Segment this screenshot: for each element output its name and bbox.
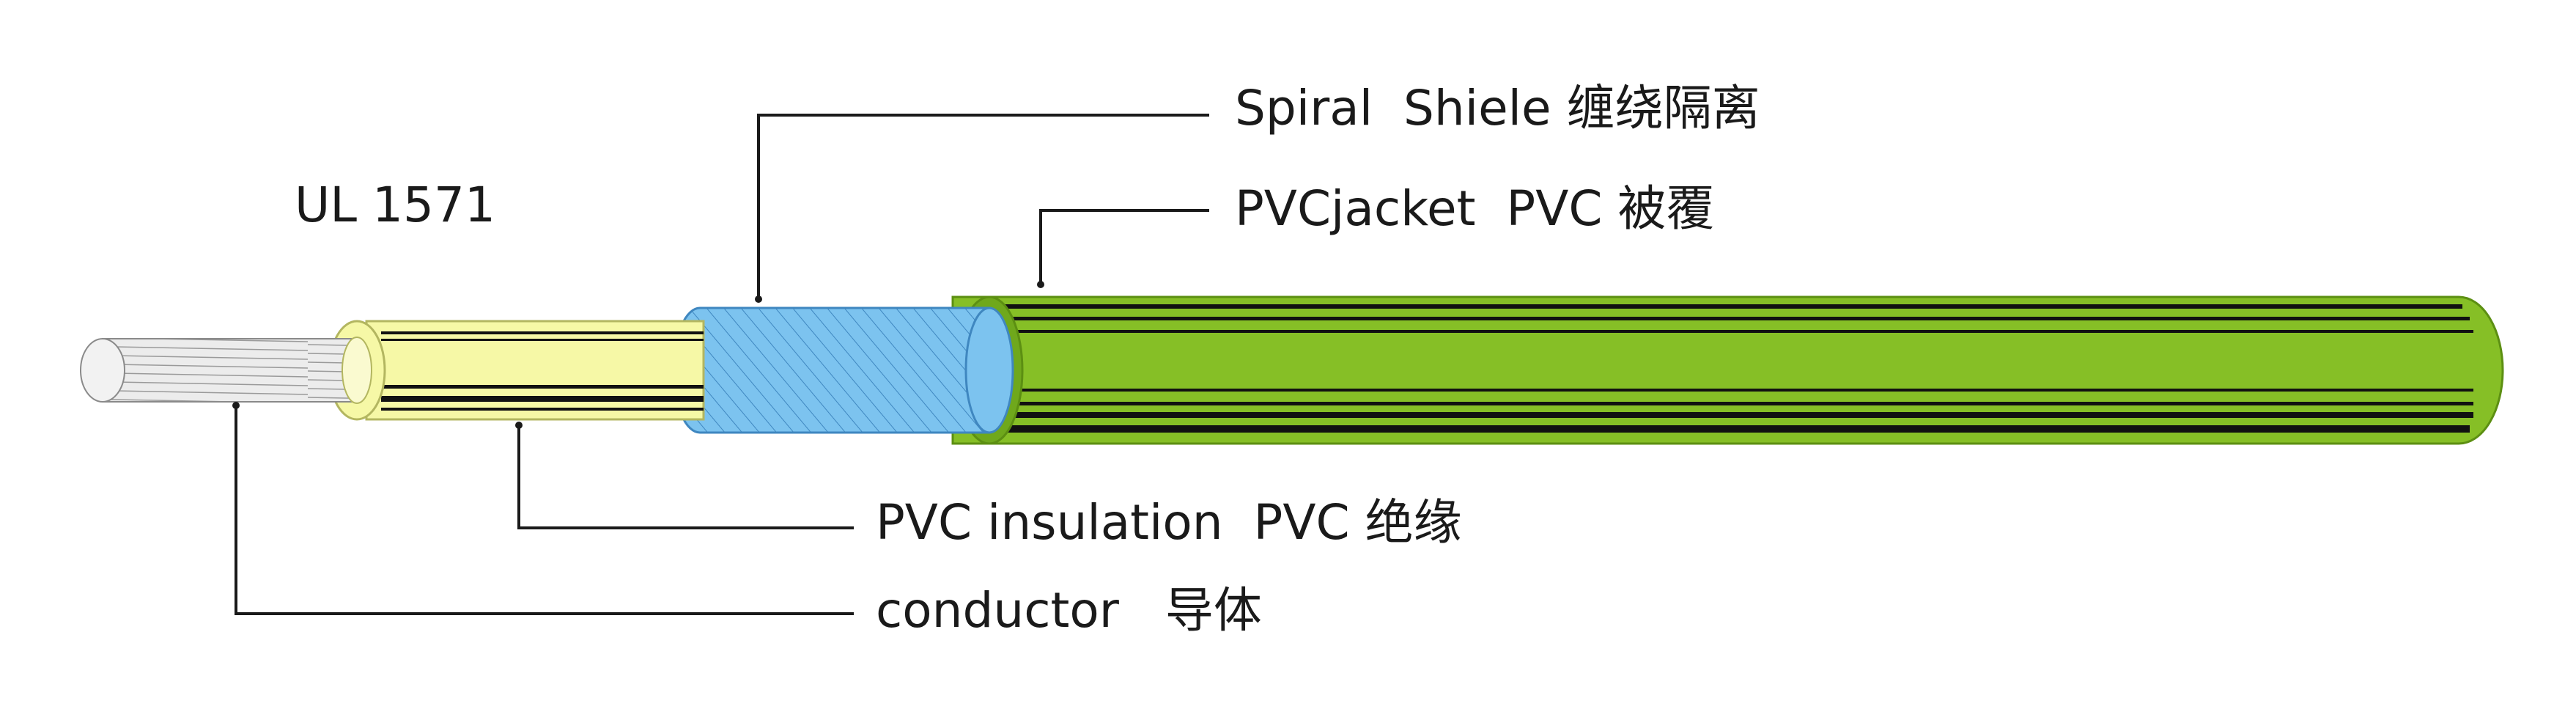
spiral-shield-dot bbox=[755, 295, 762, 303]
pvc-insulation-leader bbox=[517, 425, 854, 529]
pvc-jacket-layer bbox=[951, 295, 2504, 445]
insulation-body bbox=[365, 320, 705, 421]
insulation-inner-ring bbox=[342, 337, 372, 404]
label-spiral-shield: Spiral Shiele 缠绕隔离 bbox=[1235, 80, 1760, 136]
label-conductor: conductor 导体 bbox=[876, 582, 1262, 639]
label-pvc-insulation: PVC insulation PVC 绝缘 bbox=[876, 494, 1462, 551]
pvc-insulation-dot bbox=[515, 422, 523, 429]
shield-end-cap bbox=[964, 306, 1014, 434]
conductor-dot bbox=[232, 402, 240, 409]
conductor-leader bbox=[235, 405, 854, 615]
shield-body bbox=[672, 306, 991, 434]
jacket-stripes bbox=[975, 304, 2473, 433]
conductor-body bbox=[102, 338, 360, 403]
conductor-end bbox=[80, 338, 125, 403]
diagram-title: UL 1571 bbox=[295, 177, 495, 233]
spiral-shield-leader bbox=[757, 114, 1209, 299]
jacket-body bbox=[951, 295, 2504, 445]
spiral-shield-layer bbox=[672, 306, 1014, 434]
conductor-layer bbox=[80, 337, 372, 404]
insulation-stripes bbox=[381, 331, 704, 411]
label-pvc-jacket: PVCjacket PVC 被覆 bbox=[1235, 180, 1714, 237]
pvc-insulation-layer bbox=[328, 320, 705, 421]
pvc-jacket-dot bbox=[1037, 281, 1044, 288]
pvc-jacket-leader bbox=[1039, 209, 1209, 284]
